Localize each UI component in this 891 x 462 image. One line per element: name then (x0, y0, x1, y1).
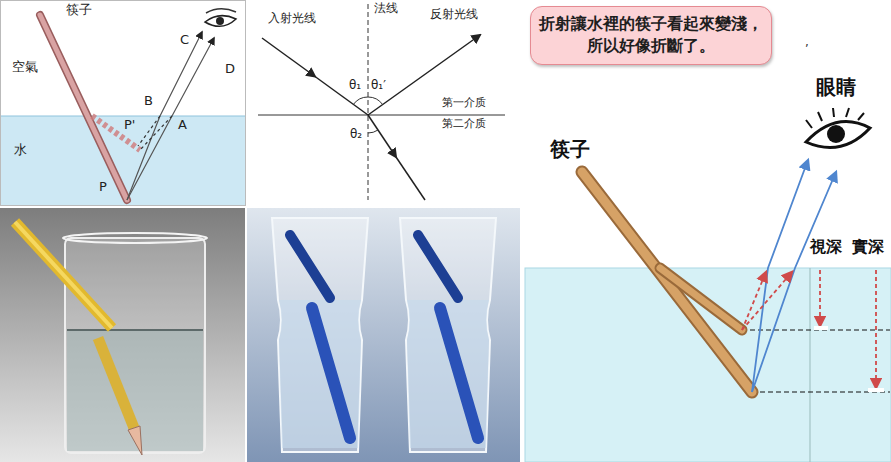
panel-ground (250, 1, 505, 206)
pen-in-water (312, 308, 350, 438)
chopstick (40, 15, 127, 200)
refracted-ray (396, 157, 425, 200)
eye-icon (205, 16, 236, 27)
gap-mark (868, 388, 884, 392)
chopstick-face (582, 172, 752, 392)
chopstick-ray-panel (1, 1, 246, 206)
panel-ground (525, 0, 891, 462)
text-label: , (805, 36, 809, 50)
text-label: θ₂ (350, 128, 362, 142)
text-label: 筷子 (550, 138, 590, 161)
text-label: θ₁ (349, 79, 361, 93)
incident-ray (315, 77, 368, 116)
gap-mark (814, 326, 828, 330)
water (279, 300, 361, 448)
chopstick (582, 172, 752, 392)
text-label: D (225, 62, 235, 77)
pen-glasses-photo (247, 208, 520, 462)
light-ray (127, 32, 202, 200)
apparent-chopstick (660, 268, 742, 330)
chopstick-face (40, 15, 127, 200)
angle-arc (368, 130, 378, 133)
pen (418, 235, 458, 298)
text-label: B (144, 94, 153, 109)
water-region (525, 268, 891, 462)
water (407, 300, 489, 448)
pencil-tip (128, 426, 142, 455)
beaker-rim (63, 233, 207, 243)
text-label: C (180, 33, 189, 48)
light-ray (752, 160, 808, 392)
virtual-chopstick (92, 116, 140, 150)
refracted-ray (368, 115, 396, 157)
eye-icon (806, 122, 870, 148)
photo-ground (0, 208, 245, 462)
pen (290, 235, 330, 298)
interface-line (258, 115, 505, 116)
beaker (65, 238, 205, 453)
text-label: P' (124, 118, 135, 133)
eye-iris (827, 125, 845, 143)
pen-in-water (440, 308, 478, 438)
pencil-photo (0, 208, 245, 462)
virtual-ray (742, 272, 792, 330)
text-label: 視深 (810, 238, 842, 256)
eye-iris (216, 17, 224, 25)
light-ray (127, 38, 214, 200)
panel-ground (1, 1, 246, 206)
text-label: A (178, 118, 187, 133)
eyelashes (806, 108, 864, 128)
normal-line (368, 4, 369, 200)
glass (272, 218, 368, 452)
text-label: 法线 (374, 2, 398, 16)
text-label: 反射光线 (430, 8, 478, 22)
apparent-chopstick-face (660, 268, 742, 330)
text-label: 入射光线 (268, 12, 316, 26)
text-label: P (99, 180, 107, 195)
text-label: 實深 (852, 238, 884, 256)
text-label: 水 (14, 143, 27, 158)
pencil-face (15, 222, 112, 328)
glass (400, 218, 496, 452)
depth-arrow (819, 270, 821, 326)
eyebrow (206, 9, 236, 13)
depth-arrow (875, 270, 877, 388)
water-surface (67, 329, 203, 331)
incident-ray (262, 38, 315, 77)
pencil-in-water (98, 338, 134, 428)
text-label: 眼睛 (816, 76, 856, 99)
photo-ground (247, 208, 520, 462)
divider-line (810, 268, 811, 462)
refraction-law-panel (250, 1, 505, 206)
pencil (15, 222, 112, 328)
water-surface (1, 116, 245, 117)
apparent-depth-panel (525, 0, 891, 462)
ray-extension (138, 116, 160, 146)
text-label: 空氣 (12, 60, 38, 75)
light-ray (752, 172, 836, 392)
text-label: θ₁′ (371, 79, 386, 93)
angle-arc (368, 97, 383, 105)
text-label: 筷子 (66, 3, 92, 18)
callout-box: 折射讓水裡的筷子看起來變淺，所以好像折斷了。 (530, 6, 772, 65)
callout-text: 折射讓水裡的筷子看起來變淺，所以好像折斷了。 (538, 13, 764, 58)
text-label: 第二介质 (442, 118, 486, 131)
angle-arc (353, 97, 368, 104)
text-label: 第一介质 (442, 97, 486, 110)
virtual-ray (742, 272, 766, 330)
